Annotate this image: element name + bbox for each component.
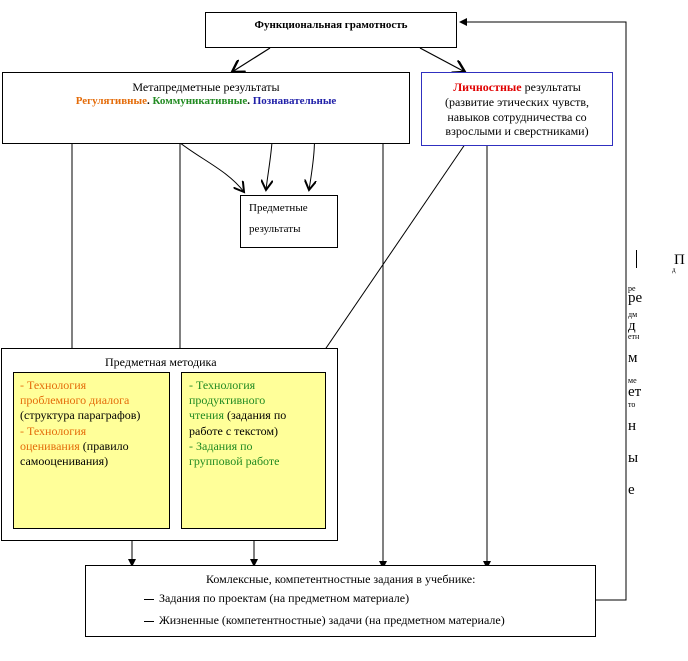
bullet-dash-icon: [144, 598, 154, 600]
right-tech-line-1: - Технология: [189, 378, 256, 392]
regulative-label: Регулятивные: [75, 95, 147, 107]
left-tech-rule: (правило: [79, 439, 129, 453]
side-letter-6: ет: [628, 384, 642, 400]
left-tech-line-5: оценивания (правило: [20, 439, 129, 454]
personal-label: Личностные: [453, 80, 522, 94]
side-letter-d: д: [628, 318, 636, 334]
complex-tasks-item-2: Жизненные (компетентностные) задачи (на …: [144, 613, 505, 628]
left-tech-line-2: проблемного диалога: [20, 393, 130, 407]
complex-tasks-item-1-text: Задания по проектам (на предметном матер…: [159, 591, 410, 605]
side-letter-8: н: [628, 418, 637, 434]
right-tech-line-4: работе с текстом): [189, 424, 279, 438]
personal-results-box: Личностные результаты (развитие этически…: [421, 72, 613, 146]
right-tech-line-2: продуктивного: [189, 393, 266, 407]
meta-separator-2: .: [247, 95, 253, 107]
left-tech-line-4: - Технология: [20, 424, 87, 438]
side-letter-5: ме: [628, 376, 637, 385]
right-tech-reading: чтения: [189, 408, 224, 422]
right-technology-box: - Технология продуктивного чтения (задан…: [181, 372, 326, 529]
personal-line-3: навыков сотрудничества со: [447, 110, 587, 124]
right-tech-line-3: чтения (задания по: [189, 408, 286, 423]
personal-results-suffix: результаты: [521, 80, 581, 94]
personal-results-heading: Личностные результаты: [422, 80, 612, 95]
right-tech-tasks: (задания по: [223, 408, 287, 422]
subject-results-box: Предметные результаты: [240, 195, 338, 248]
meta-results-categories: Регулятивные. Коммуникативные. Познавате…: [3, 95, 409, 107]
feedback-loop-line: [459, 18, 627, 601]
side-letter-10: е: [628, 482, 635, 498]
complex-tasks-item-2-text: Жизненные (компетентностные) задачи (на …: [159, 613, 505, 627]
complex-tasks-heading: Комлексные, компетентностные задания в у…: [206, 572, 476, 586]
left-technology-box: - Технология проблемного диалога (структ…: [13, 372, 170, 529]
side-letter-7: то: [628, 400, 636, 409]
arrow-title-to-personal: [419, 47, 465, 72]
arrow-title-to-meta: [232, 47, 271, 72]
complex-tasks-box: Комлексные, компетентностные задания в у…: [85, 565, 596, 637]
left-tech-line-6: самооценивания): [20, 454, 109, 468]
side-bar-mark: [636, 250, 637, 268]
personal-line-2: (развитие этических чувств,: [444, 95, 590, 109]
side-letter-9: ы: [628, 450, 639, 466]
left-tech-line-3: (структура параграфов): [20, 408, 141, 422]
diagram-title: Функциональная грамотность: [254, 19, 408, 31]
communicative-label: Коммуникативные: [152, 95, 248, 107]
personal-line-4: взрослыми и сверстниками): [445, 124, 589, 138]
subject-results-line-2: результаты: [249, 223, 301, 235]
left-tech-line-1: - Технология: [20, 378, 87, 392]
title-box: Функциональная грамотность: [205, 12, 457, 48]
side-letter-3: етн: [628, 332, 640, 341]
meta-results-box: Метапредметные результаты Регулятивные. …: [2, 72, 410, 144]
meta-results-heading: Метапредметные результаты: [132, 80, 280, 94]
right-tech-line-6: групповой работе: [189, 454, 280, 468]
side-letter-0: П: [674, 252, 685, 268]
side-vertical-word: П д ре ре дм д етн м ме ет то н ы е: [628, 248, 686, 508]
meta-separator-1: .: [146, 95, 153, 107]
methodology-heading: Предметная методика: [105, 355, 217, 369]
side-letter-1b: ре: [628, 290, 643, 306]
right-tech-line-5: - Задания по: [189, 439, 253, 453]
subject-results-line-1: Предметные: [249, 202, 308, 214]
side-letter-1a: ре: [628, 284, 636, 293]
side-letter-11: д: [672, 266, 676, 274]
side-letter-2: дм: [628, 310, 638, 319]
complex-tasks-item-1: Задания по проектам (на предметном матер…: [144, 591, 409, 606]
left-tech-assessment: оценивания: [20, 439, 80, 453]
side-letter-4: м: [628, 350, 638, 366]
bullet-dash-icon: [144, 620, 154, 622]
cognitive-label: Познавательные: [252, 95, 337, 107]
